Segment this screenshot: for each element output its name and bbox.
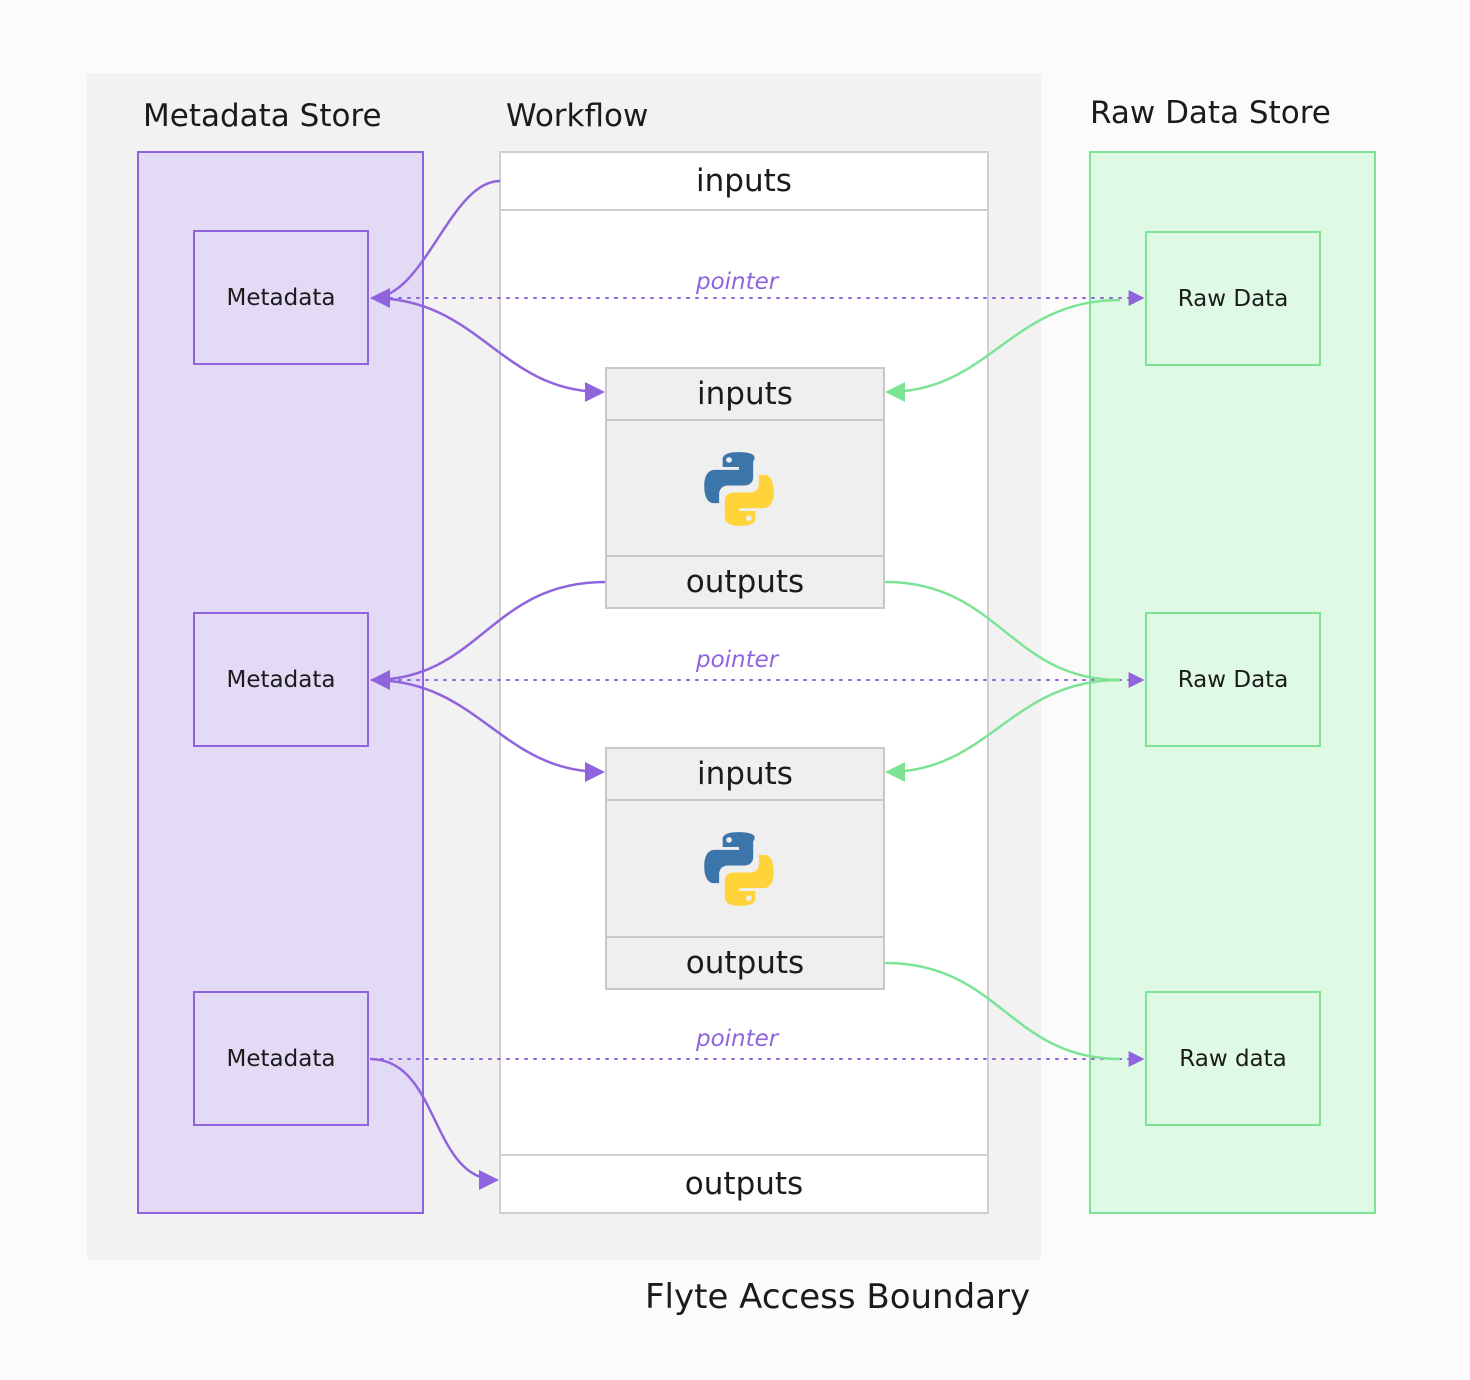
raw-data-box-1: Raw Data	[1145, 231, 1321, 366]
python-icon	[704, 452, 774, 526]
workflow-title: Workflow	[506, 98, 649, 134]
metadata-box-1: Metadata	[193, 230, 369, 365]
raw-1-to-task1-inputs	[885, 298, 1121, 402]
boundary-label: Flyte Access Boundary	[645, 1277, 1031, 1317]
task-1-outputs: outputs	[605, 555, 885, 609]
raw-data-store-title: Raw Data Store	[1090, 95, 1331, 131]
metadata-1-to-task1-inputs	[371, 296, 605, 402]
raw-data-box-3: Raw data	[1145, 991, 1321, 1126]
wf-inputs-to-metadata-1	[370, 179, 501, 308]
task-1-inputs: inputs	[605, 367, 885, 421]
metadata-3-to-wf-outputs	[369, 1057, 499, 1190]
task1-outputs-to-raw-2	[884, 580, 1121, 682]
raw-data-box-2: Raw Data	[1145, 612, 1321, 747]
raw-2-to-task2-inputs	[885, 678, 1121, 782]
workflow-inputs: inputs	[499, 151, 989, 211]
task2-outputs-to-raw-3	[884, 961, 1121, 1061]
python-icon	[704, 832, 774, 906]
metadata-box-2: Metadata	[193, 612, 369, 747]
metadata-store-title: Metadata Store	[143, 98, 382, 134]
workflow-outputs: outputs	[499, 1154, 989, 1214]
task-2-outputs: outputs	[605, 936, 885, 990]
metadata-box-3: Metadata	[193, 991, 369, 1126]
task-2-inputs: inputs	[605, 747, 885, 801]
pointer-label-3: pointer	[696, 1026, 779, 1052]
task1-outputs-to-metadata-2	[370, 580, 606, 690]
metadata-2-to-task2-inputs	[371, 678, 605, 782]
pointer-label-1: pointer	[696, 269, 779, 295]
pointer-label-2: pointer	[696, 647, 779, 673]
